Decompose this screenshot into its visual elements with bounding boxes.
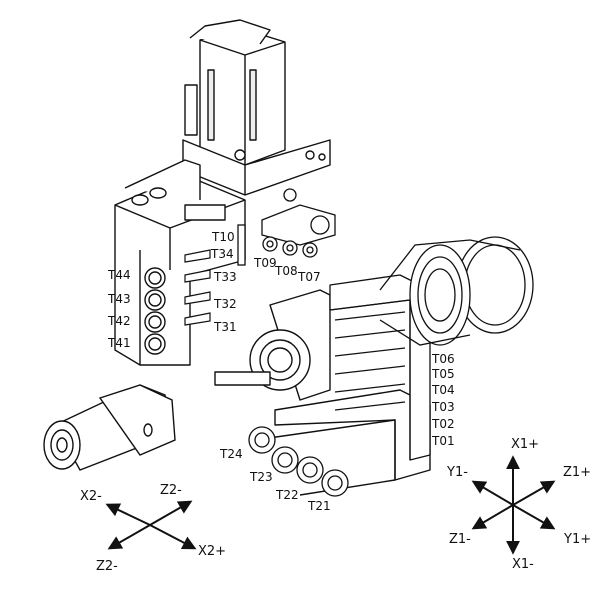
axis-label-z2-minus-bottom: Z2-	[96, 559, 118, 574]
axis-label-x2-plus: X2+	[198, 544, 227, 559]
label-t06: T06	[432, 352, 455, 366]
axis-cross-left	[105, 500, 197, 550]
label-t05: T05	[432, 367, 455, 381]
motor-unit	[182, 19, 331, 196]
label-t42: T42	[108, 314, 131, 328]
label-t09: T09	[254, 256, 277, 270]
label-t44: T44	[108, 268, 131, 282]
live-tools-t2x	[248, 426, 349, 497]
axis-arrow-z1-minus	[471, 504, 514, 530]
label-t03: T03	[432, 400, 455, 414]
label-t02: T02	[432, 417, 455, 431]
axis-label-z2-minus-top: Z2-	[160, 483, 182, 498]
label-t07: T07	[298, 270, 321, 284]
axis-arrow-x2-plus	[149, 524, 197, 550]
gang-tool-plate	[214, 289, 431, 496]
axis-label-x1-minus: X1-	[512, 557, 534, 572]
label-t33: T33	[214, 270, 237, 284]
main-spindle-motor	[379, 236, 534, 346]
label-t34: T34	[211, 247, 234, 261]
label-t22: T22	[276, 488, 299, 502]
axis-arrow-z1-plus	[512, 480, 556, 506]
label-t41: T41	[108, 336, 131, 350]
axis-label-x2-minus: X2-	[80, 489, 102, 504]
live-tool-spindle	[43, 384, 176, 471]
axis-arrow-y1-minus	[471, 480, 514, 506]
drills-t3x	[184, 249, 211, 326]
label-t21: T21	[308, 499, 331, 513]
vertical-tools	[237, 188, 336, 266]
label-t10: T10	[212, 230, 235, 244]
label-t08: T08	[275, 264, 298, 278]
axis-label-z1-minus: Z1-	[449, 532, 471, 547]
label-t43: T43	[108, 292, 131, 306]
label-t01: T01	[432, 434, 455, 448]
label-t24: T24	[220, 447, 243, 461]
axis-label-y1-minus: Y1-	[447, 465, 468, 480]
axis-label-z1-plus: Z1+	[563, 465, 592, 480]
axis-label-x1-plus: X1+	[511, 437, 540, 452]
axis-arrow-x2-minus	[105, 503, 151, 526]
axis-arrow-y1-plus	[512, 504, 556, 530]
axis-arrow-z2-minus-down	[107, 524, 151, 550]
label-t31: T31	[214, 320, 237, 334]
label-t04: T04	[432, 383, 455, 397]
holder-bores-t4x	[144, 267, 166, 355]
axis-label-y1-plus: Y1+	[564, 532, 592, 547]
label-t32: T32	[214, 297, 237, 311]
label-t23: T23	[250, 470, 273, 484]
axis-arrow-z2-minus-up	[149, 500, 193, 526]
axis-cross-right	[471, 455, 556, 555]
